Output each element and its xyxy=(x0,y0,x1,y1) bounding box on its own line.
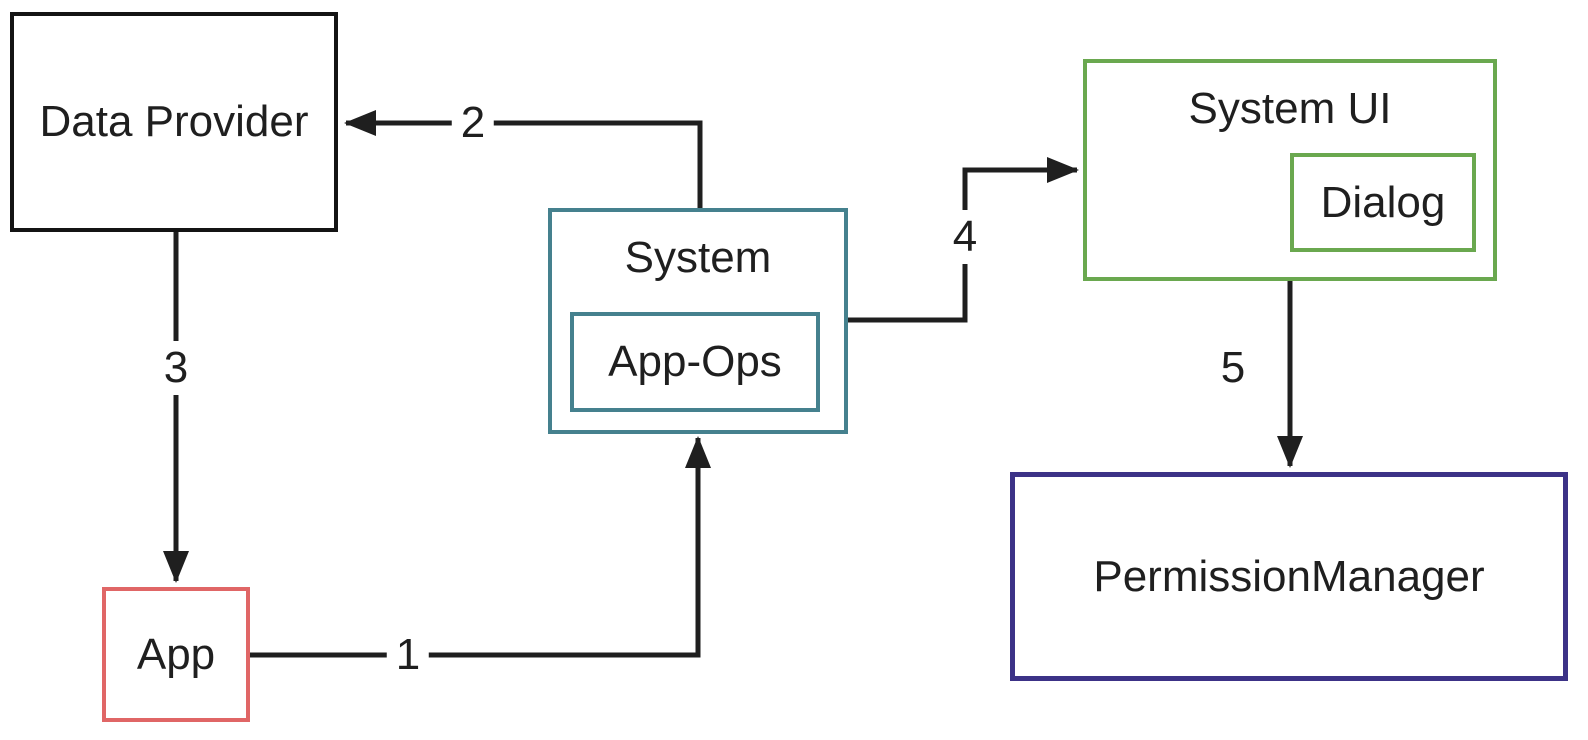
node-permission-manager-label: PermissionManager xyxy=(1093,551,1485,601)
edge-label-1: 1 xyxy=(386,628,430,682)
edge-2-system-to-data-provider xyxy=(344,110,703,208)
node-permission-manager: PermissionManager xyxy=(1010,472,1568,681)
node-app-ops: App-Ops xyxy=(570,312,820,412)
node-dialog: Dialog xyxy=(1290,153,1476,252)
node-system-ui-label: System UI xyxy=(1188,84,1392,133)
edge-label-2: 2 xyxy=(451,96,495,150)
node-app-ops-label: App-Ops xyxy=(608,337,782,386)
node-system-label: System xyxy=(624,233,772,282)
node-app: App xyxy=(102,587,250,722)
node-app-label: App xyxy=(136,629,216,679)
node-data-provider: Data Provider xyxy=(10,12,338,232)
edge-label-3: 3 xyxy=(154,341,198,395)
edge-label-5: 5 xyxy=(1211,341,1255,395)
node-system: System xyxy=(548,208,848,434)
edge-label-4: 4 xyxy=(943,210,987,264)
edge-1-app-to-system xyxy=(250,436,711,658)
node-data-provider-label: Data Provider xyxy=(39,97,309,146)
node-dialog-label: Dialog xyxy=(1320,177,1446,227)
